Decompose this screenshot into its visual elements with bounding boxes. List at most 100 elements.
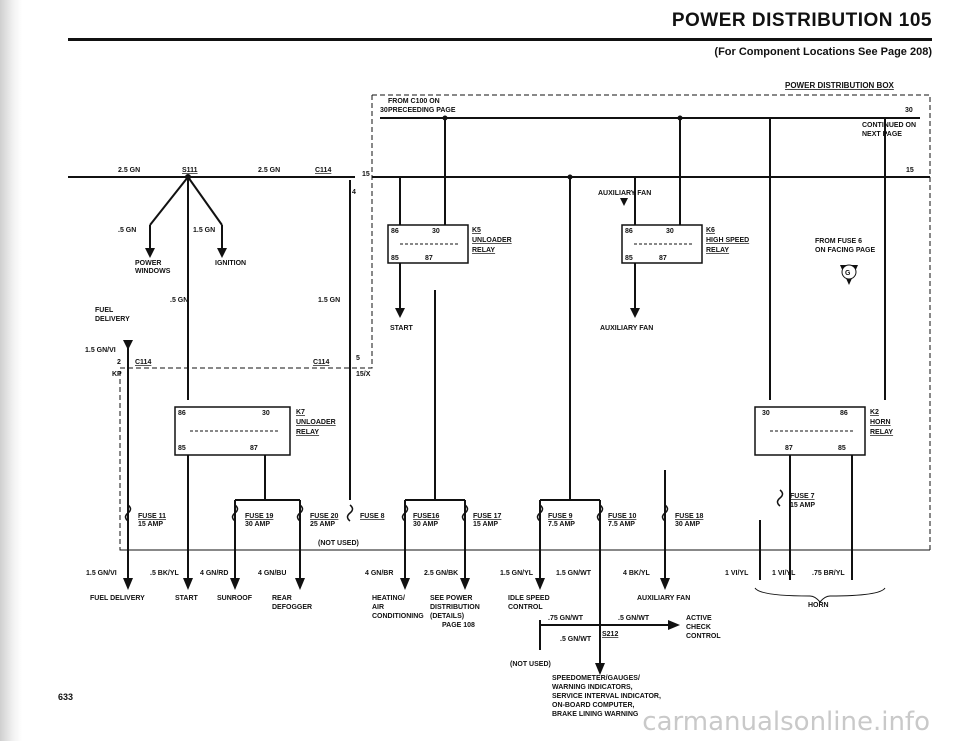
dest-service: SERVICE INTERVAL INDICATOR, [552, 693, 661, 700]
label-start: START [390, 325, 414, 332]
wire-bot-10: 1 VI/YL [725, 570, 749, 577]
wire-2-5gn-b: 2.5 GN [258, 167, 280, 174]
box-from-prev-2: PRECEEDING PAGE [388, 107, 456, 114]
fuse-19-amp: 30 AMP [245, 521, 270, 528]
k5-p87: 87 [425, 255, 433, 262]
box-continued-2: NEXT PAGE [862, 131, 902, 138]
fuse6-g-label: G [845, 270, 851, 277]
k5-p30: 30 [432, 228, 440, 235]
k6-p85: 85 [625, 255, 633, 262]
label-from-fuse6-b: ON FACING PAGE [815, 247, 875, 254]
page-number: 633 [58, 692, 74, 702]
c114-pin4: 4 [352, 189, 356, 196]
k7-name2: RELAY [296, 429, 319, 436]
fuse-not-used: (NOT USED) [318, 540, 359, 547]
dest-start: START [175, 595, 199, 602]
wire-bot-8: 1.5 GN/WT [556, 570, 592, 577]
k6-id: K6 [706, 227, 715, 234]
k7-p87: 87 [250, 445, 258, 452]
dest-distribution: DISTRIBUTION [430, 604, 480, 611]
connector-c114-top: C114 [315, 167, 331, 174]
label-fuel: FUEL [95, 307, 114, 314]
fuse-11-amp: 15 AMP [138, 521, 163, 528]
dest-speedo: SPEEDOMETER/GAUGES/ [552, 675, 640, 682]
bus-30-right: 30 [905, 107, 913, 114]
k6-name2: RELAY [706, 247, 729, 254]
bus-15-label: 15 [906, 167, 914, 174]
page-title: POWER DISTRIBUTION 105 [671, 10, 932, 31]
k2-p30: 30 [762, 410, 770, 417]
box-continued: CONTINUED ON [862, 122, 916, 129]
k5-id: K5 [472, 227, 481, 234]
dest-active: ACTIVE [686, 615, 712, 622]
fuse-18: FUSE 18 [675, 513, 704, 520]
dest-idle: IDLE SPEED [508, 595, 550, 602]
dest-check: CHECK [686, 624, 711, 631]
pin-kp: KP [112, 371, 122, 378]
k6-name: HIGH SPEED [706, 237, 749, 244]
label-from-fuse6: FROM FUSE 6 [815, 238, 862, 245]
pin-2: 2 [117, 359, 121, 366]
fuse-9: FUSE 9 [548, 513, 573, 520]
wire-1-5gn-b: 1.5 GN [318, 297, 340, 304]
fuse-19: FUSE 19 [245, 513, 274, 520]
dest-air: AIR [372, 604, 384, 611]
wire-bot-12: .75 BR/YL [812, 570, 845, 577]
site-watermark: carmanualsonline.info [642, 707, 930, 737]
k7-name: UNLOADER [296, 419, 336, 426]
k6-p86: 86 [625, 228, 633, 235]
c114-pin15x: 15/X [356, 371, 371, 378]
wire-2-5gn-a: 2.5 GN [118, 167, 140, 174]
label-windows: WINDOWS [135, 268, 171, 275]
page-binding-shadow [0, 0, 22, 741]
splice-s111: S111 [182, 167, 198, 174]
dest-conditioning: CONDITIONING [372, 613, 424, 620]
k7-p86: 86 [178, 410, 186, 417]
wire-1-5gnvi: 1.5 GN/VI [85, 347, 116, 354]
dest-onboard: ON-BOARD COMPUTER, [552, 702, 634, 709]
dest-details: (DETAILS) [430, 613, 464, 620]
k7-p85: 85 [178, 445, 186, 452]
label-aux-fan-top: AUXILIARY FAN [598, 190, 651, 197]
fuse-16-amp: 30 AMP [413, 521, 438, 528]
fuse-8: FUSE 8 [360, 513, 385, 520]
wire-75gnwt: .75 GN/WT [548, 615, 584, 622]
connector-c114-mid: C114 [313, 359, 329, 366]
dest-warning: WARNING INDICATORS, [552, 684, 633, 691]
k7-p30: 30 [262, 410, 270, 417]
wire-bot-11: 1 VI/YL [772, 570, 796, 577]
wire-bot-7: 1.5 GN/YL [500, 570, 534, 577]
wire-1-5gn: 1.5 GN [193, 227, 215, 234]
fuse-16: FUSE16 [413, 513, 440, 520]
wire-bot-6: 2.5 GN/BK [424, 570, 458, 577]
k5-name2: RELAY [472, 247, 495, 254]
wire-5gn: .5 GN [118, 227, 136, 234]
k5-p85: 85 [391, 255, 399, 262]
wire-bot-2: .5 BK/YL [150, 570, 180, 577]
k5-name: UNLOADER [472, 237, 512, 244]
dest-page: PAGE 108 [442, 622, 475, 629]
fuse-7-amp: 15 AMP [790, 502, 815, 509]
wire-bot-3: 4 GN/RD [200, 570, 228, 577]
dest-fuel-delivery: FUEL DELIVERY [90, 595, 145, 602]
k2-p85: 85 [838, 445, 846, 452]
label-delivery: DELIVERY [95, 316, 130, 323]
fuse-9-amp: 7.5 AMP [548, 521, 575, 528]
label-ignition: IGNITION [215, 260, 246, 267]
splice-s212: S212 [602, 631, 618, 638]
k6-p87: 87 [659, 255, 667, 262]
k2-name: HORN [870, 419, 891, 426]
wire-5gnwt: .5 GN/WT [618, 615, 650, 622]
dest-see-power: SEE POWER [430, 595, 472, 602]
header-rule [68, 38, 932, 41]
c114-pin15: 15 [362, 171, 370, 178]
dest-check-control: CONTROL [686, 633, 721, 640]
box-title: POWER DISTRIBUTION BOX [785, 81, 895, 90]
dest-rear: REAR [272, 595, 292, 602]
wire-bot-4: 4 GN/BU [258, 570, 286, 577]
wire-bot-1: 1.5 GN/VI [86, 570, 117, 577]
dest-not-used: (NOT USED) [510, 661, 551, 668]
fuse-17: FUSE 17 [473, 513, 502, 520]
fuse-7: FUSE 7 [790, 493, 815, 500]
wire-5gn-b: .5 GN [170, 297, 188, 304]
